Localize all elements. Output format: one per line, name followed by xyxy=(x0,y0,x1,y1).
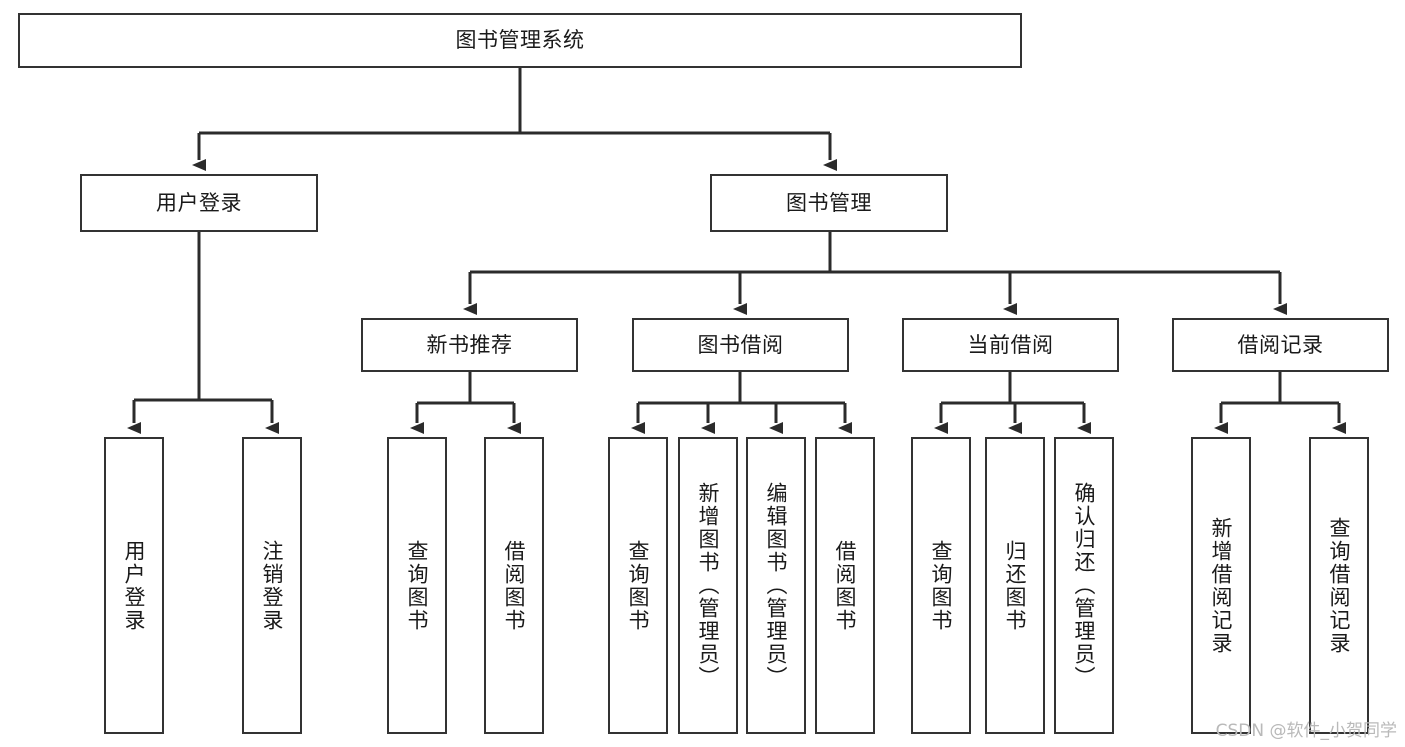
leaf-query-book-current-label: 查询图书 xyxy=(929,539,953,632)
leaf-confirm-return-admin[interactable]: 确认归还（管理员） xyxy=(1054,437,1114,734)
leaf-query-book-new-label: 查询图书 xyxy=(405,539,429,632)
node-new-book-recommend[interactable]: 新书推荐 xyxy=(361,318,578,372)
leaf-edit-book-admin-label: 编辑图书（管理员） xyxy=(764,482,788,689)
leaf-query-book-new[interactable]: 查询图书 xyxy=(387,437,447,734)
leaf-user-login-label: 用户登录 xyxy=(122,539,146,632)
leaf-query-borrow-record[interactable]: 查询借阅记录 xyxy=(1309,437,1369,734)
leaf-query-book-current[interactable]: 查询图书 xyxy=(911,437,971,734)
leaf-user-login[interactable]: 用户登录 xyxy=(104,437,164,734)
node-borrow-record[interactable]: 借阅记录 xyxy=(1172,318,1389,372)
node-current-borrow[interactable]: 当前借阅 xyxy=(902,318,1119,372)
leaf-borrow-book[interactable]: 借阅图书 xyxy=(815,437,875,734)
leaf-add-book-admin[interactable]: 新增图书（管理员） xyxy=(678,437,738,734)
node-book-management[interactable]: 图书管理 xyxy=(710,174,948,232)
leaf-confirm-return-admin-label: 确认归还（管理员） xyxy=(1072,482,1096,689)
node-borrow-record-label: 借阅记录 xyxy=(1237,332,1324,357)
leaf-return-book[interactable]: 归还图书 xyxy=(985,437,1045,734)
node-user-login-label: 用户登录 xyxy=(156,190,242,215)
leaf-borrow-book-new-label: 借阅图书 xyxy=(502,539,526,632)
node-book-management-label: 图书管理 xyxy=(786,190,872,215)
node-root[interactable]: 图书管理系统 xyxy=(18,13,1022,68)
leaf-query-book-borrow-label: 查询图书 xyxy=(626,539,650,632)
csdn-watermark: CSDN @软件_小贺同学 xyxy=(1215,721,1397,741)
node-new-book-recommend-label: 新书推荐 xyxy=(426,332,513,357)
leaf-add-borrow-record-label: 新增借阅记录 xyxy=(1209,516,1233,655)
node-user-login[interactable]: 用户登录 xyxy=(80,174,318,232)
leaf-edit-book-admin[interactable]: 编辑图书（管理员） xyxy=(746,437,806,734)
leaf-add-book-admin-label: 新增图书（管理员） xyxy=(696,482,720,689)
leaf-logout-label: 注销登录 xyxy=(260,539,284,632)
leaf-query-book-borrow[interactable]: 查询图书 xyxy=(608,437,668,734)
leaf-borrow-book-new[interactable]: 借阅图书 xyxy=(484,437,544,734)
leaf-query-borrow-record-label: 查询借阅记录 xyxy=(1327,516,1351,655)
leaf-borrow-book-label: 借阅图书 xyxy=(833,539,857,632)
node-root-label: 图书管理系统 xyxy=(455,28,585,53)
node-book-borrow[interactable]: 图书借阅 xyxy=(632,318,849,372)
leaf-add-borrow-record[interactable]: 新增借阅记录 xyxy=(1191,437,1251,734)
node-book-borrow-label: 图书借阅 xyxy=(697,332,784,357)
leaf-return-book-label: 归还图书 xyxy=(1003,539,1027,632)
leaf-logout[interactable]: 注销登录 xyxy=(242,437,302,734)
node-current-borrow-label: 当前借阅 xyxy=(967,332,1054,357)
